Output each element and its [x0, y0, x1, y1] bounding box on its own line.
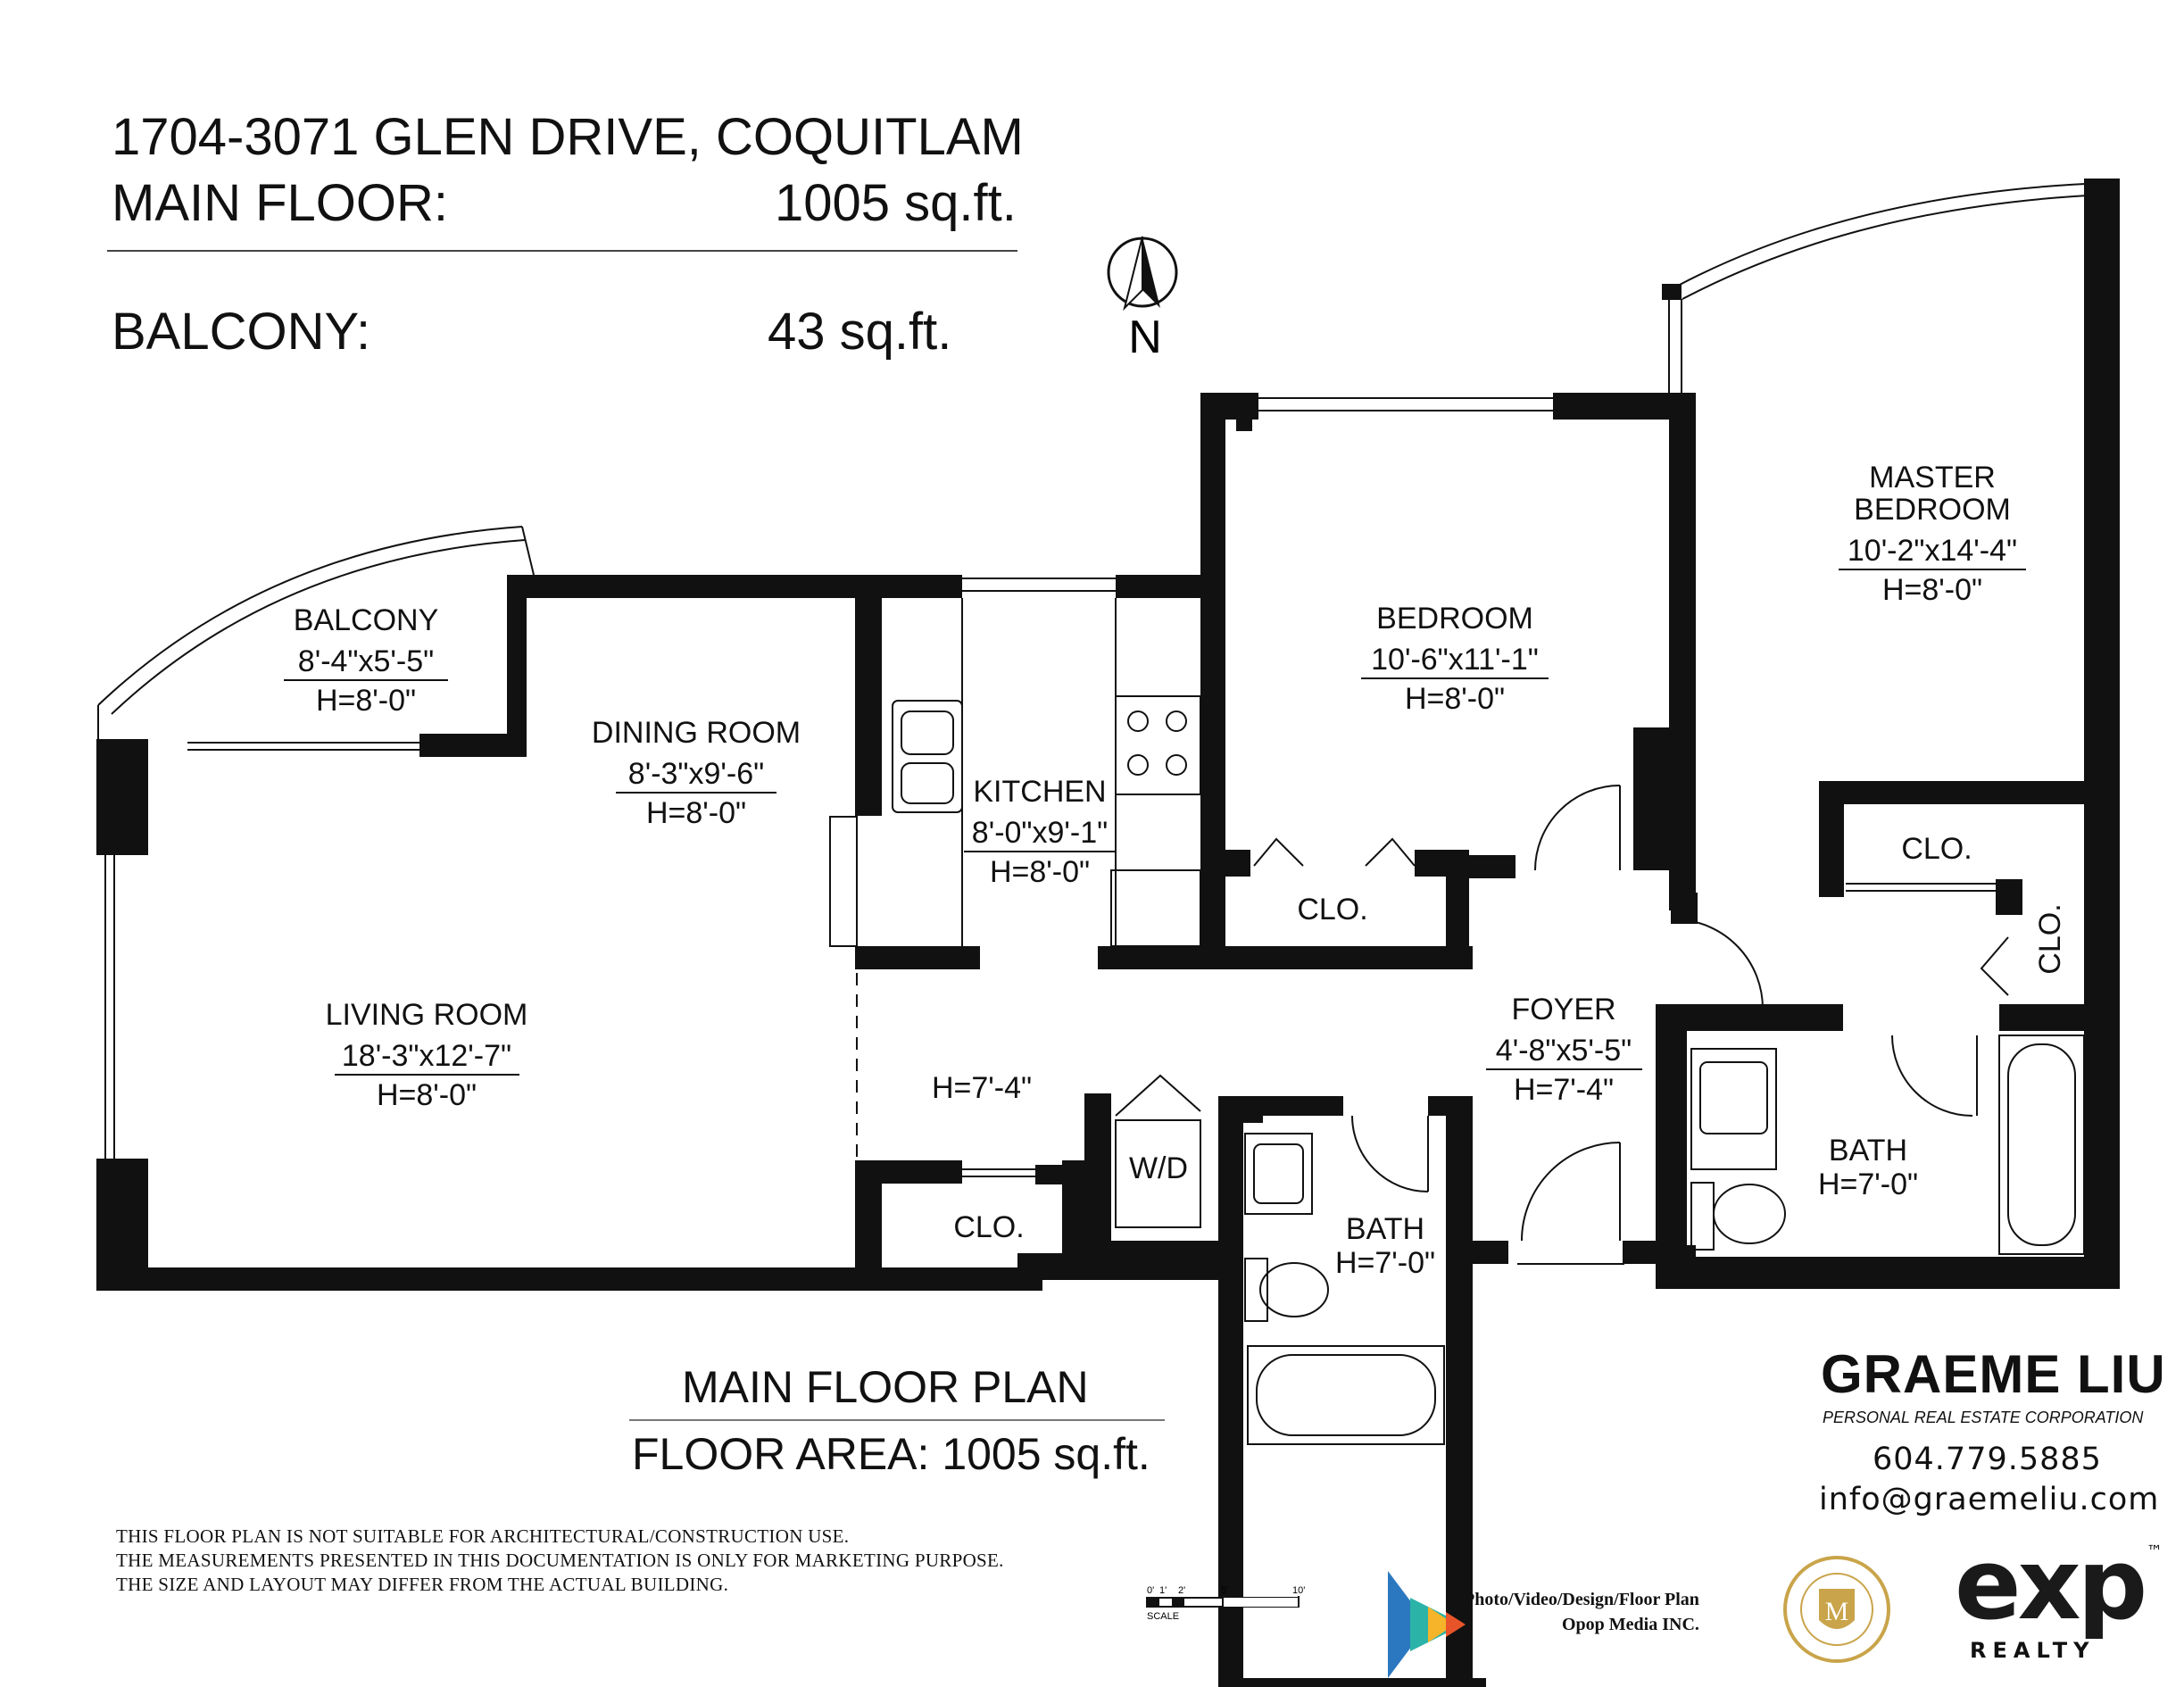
master-sink-icon — [1690, 1048, 1777, 1170]
disclaimer-line-2: THE MEASUREMENTS PRESENTED IN THIS DOCUM… — [116, 1550, 1004, 1571]
disclaimer-line-3: THE SIZE AND LAYOUT MAY DIFFER FROM THE … — [116, 1574, 729, 1595]
master-bedroom-name-1: MASTER — [1869, 461, 1996, 494]
foyer-dims: 4'-8"x5'-5" — [1496, 1034, 1632, 1068]
exp-logo-icon: exp — [1955, 1527, 2147, 1641]
bedroom-height: H=8'-0" — [1405, 682, 1505, 716]
exp-realty-text: REALTY — [1970, 1638, 2096, 1663]
scale-tick-10: 10' — [1292, 1585, 1305, 1596]
agent-subtitle: PERSONAL REAL ESTATE CORPORATION — [1823, 1409, 2144, 1426]
bedroom-dims: 10'-6"x11'-1" — [1371, 643, 1539, 677]
scale-tick-1: 1' — [1159, 1585, 1167, 1596]
header-divider — [107, 250, 1017, 252]
balcony-label: BALCONY: — [112, 303, 371, 361]
disclaimer-line-1: THIS FLOOR PLAN IS NOT SUITABLE FOR ARCH… — [116, 1525, 850, 1547]
stove-icon — [1115, 695, 1201, 795]
bedroom-name: BEDROOM — [1376, 602, 1533, 636]
dining-room-dims: 8'-3"x9'-6" — [628, 757, 764, 791]
north-arrow-icon: N — [1107, 236, 1178, 363]
master-closet-label: CLO. — [1901, 832, 1972, 866]
opop-logo-icon — [1388, 1571, 1466, 1678]
agent-email: info@graemeliu.com — [1819, 1482, 2160, 1517]
master-toilet-icon — [1690, 1182, 1715, 1251]
hall-bath-height: H=7'-0" — [1335, 1246, 1435, 1280]
master-bedroom-height: H=8'-0" — [1882, 573, 1982, 607]
agent-name: GRAEME LIU — [1821, 1344, 2166, 1404]
hall-closet-label: CLO. — [953, 1210, 1024, 1244]
walls — [96, 179, 2120, 1687]
floor-area: FLOOR AREA: 1005 sq.ft. — [632, 1429, 1150, 1479]
main-floor-value: 1005 sq.ft. — [775, 174, 1017, 232]
windows — [97, 182, 2107, 1160]
opop-credit: Photo/Video/Design/Floor Plan Opop Media… — [1464, 1587, 1699, 1637]
master-bedroom-name-2: BEDROOM — [1854, 493, 2011, 527]
balcony-value: 43 sq.ft. — [768, 303, 952, 361]
door-swings — [884, 785, 2009, 1242]
master-bedroom-dims: 10'-2"x14'-4" — [1848, 534, 2017, 568]
scale-tick-5: 5' — [1221, 1585, 1228, 1596]
balcony-room-height: H=8'-0" — [316, 684, 416, 718]
agent-phone: 604.779.5885 — [1873, 1442, 2102, 1477]
kitchen-dims: 8'-0"x9'-1" — [972, 816, 1108, 850]
kitchen-sink-icon — [892, 700, 963, 813]
master-bath-name: BATH — [1829, 1134, 1907, 1168]
master-bath-height: H=7'-0" — [1818, 1168, 1918, 1201]
scale-bar: 0' 1' 2' 5' 10' SCALE — [1146, 1585, 1305, 1622]
fixtures — [829, 598, 2085, 1445]
living-room-name: LIVING ROOM — [326, 998, 528, 1032]
hall-bath-name: BATH — [1346, 1212, 1424, 1246]
scale-tick-2: 2' — [1178, 1585, 1185, 1596]
plan-title: MAIN FLOOR PLAN — [682, 1362, 1089, 1412]
scale-label: SCALE — [1147, 1611, 1179, 1622]
kitchen-height: H=8'-0" — [990, 855, 1090, 889]
fridge-icon — [1110, 869, 1201, 947]
disclaimer: THIS FLOOR PLAN IS NOT SUITABLE FOR ARCH… — [116, 1525, 1004, 1597]
foyer-height: H=7'-4" — [1514, 1073, 1614, 1107]
opop-line-1: Photo/Video/Design/Floor Plan — [1464, 1590, 1699, 1609]
balcony-room-dims: 8'-4"x5'-5" — [298, 644, 434, 678]
room-labels: BALCONY 8'-4"x5'-5" H=8'-0" DINING ROOM … — [284, 461, 2067, 1280]
living-room-dims: 18'-3"x12'-7" — [342, 1039, 511, 1073]
living-room-height: H=8'-0" — [377, 1078, 477, 1112]
plan-title-divider — [629, 1419, 1165, 1421]
main-floor-label: MAIN FLOOR: — [112, 174, 449, 232]
opop-line-2: Opop Media INC. — [1562, 1615, 1699, 1634]
washer-dryer-icon — [1115, 1119, 1201, 1228]
bedroom-closet-label: CLO. — [1297, 893, 1367, 927]
address-title: 1704-3071 GLEN DRIVE, COQUITLAM — [112, 108, 1024, 166]
kitchen-name: KITCHEN — [973, 775, 1106, 809]
toilet-icon — [1244, 1258, 1268, 1322]
bathtub-icon — [1247, 1345, 1445, 1445]
dining-room-name: DINING ROOM — [592, 716, 801, 750]
wd-label: W/D — [1129, 1151, 1188, 1185]
scale-tick-0: 0' — [1147, 1585, 1154, 1596]
dining-room-height: H=8'-0" — [646, 796, 746, 830]
foyer-name: FOYER — [1511, 993, 1615, 1026]
medallion-club-logo-icon: M — [1783, 1556, 1890, 1663]
medallion-letter: M — [1825, 1597, 1849, 1626]
master-side-closet-label: CLO. — [2033, 903, 2067, 974]
exp-tm: ™ — [2147, 1542, 2163, 1561]
master-tub-icon — [1998, 1035, 2085, 1255]
balcony-room-name: BALCONY — [294, 603, 439, 637]
north-letter: N — [1128, 312, 1162, 363]
sink-icon — [1244, 1133, 1313, 1215]
hall-height: H=7'-4" — [932, 1071, 1032, 1105]
